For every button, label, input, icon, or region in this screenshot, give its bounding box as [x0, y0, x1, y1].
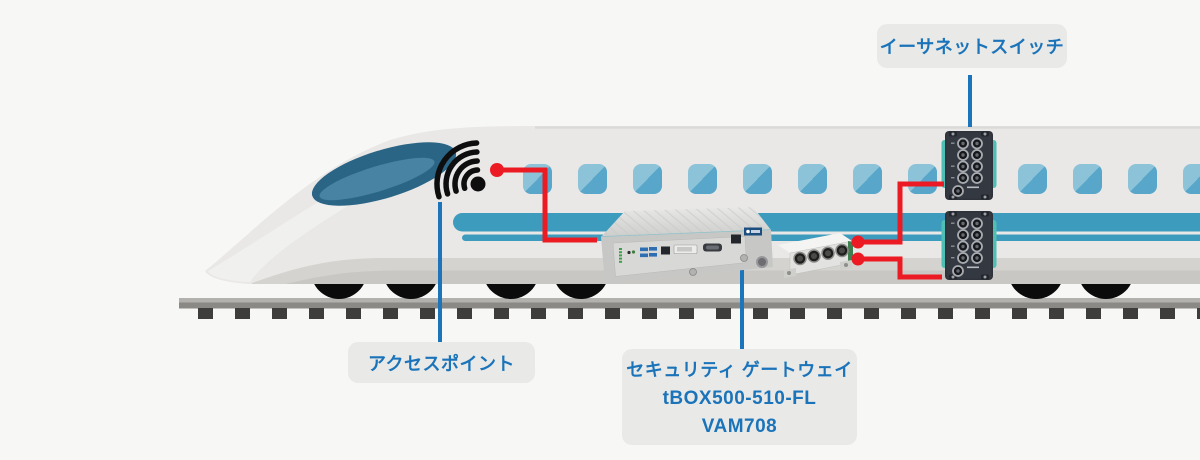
label-security-gateway: セキュリティ ゲートウェイ tBOX500-510-FL VAM708 — [622, 349, 857, 445]
cable-wifi-to-gateway — [497, 167, 597, 243]
ethernet-switch-top-device — [942, 131, 997, 200]
nose-highlight — [208, 183, 362, 282]
cable-vam-to-switch-bottom — [858, 256, 942, 280]
tbox500-gateway-device — [600, 207, 773, 284]
railroad-ties — [198, 308, 1200, 320]
vam708-device — [778, 233, 853, 278]
connection-dot-wifi — [490, 163, 504, 177]
wifi-icon — [434, 140, 486, 200]
network-cables — [490, 163, 944, 280]
ethernet-switch-bottom-device — [942, 211, 997, 280]
windshield-highlight — [319, 157, 435, 201]
label-security-gateway-title: セキュリティ ゲートウェイ — [626, 360, 853, 380]
label-security-gateway-model2: VAM708 — [701, 416, 778, 437]
cable-vam-to-switch-top — [858, 181, 944, 245]
railroad-track — [179, 298, 1200, 320]
rail-top — [179, 298, 1200, 303]
rail — [179, 302, 1200, 309]
label-security-gateway-model1: tBOX500-510-FL — [662, 388, 817, 409]
connection-dot-bottom — [851, 252, 865, 266]
connection-dot-top — [851, 235, 865, 249]
label-ethernet-switch: イーサネットスイッチ — [877, 24, 1067, 68]
vam708-connectors — [793, 243, 849, 266]
label-access-point: アクセスポイント — [348, 342, 535, 383]
stripe-thick — [453, 213, 1200, 232]
window-row — [523, 164, 1200, 195]
tbox-front-ports — [619, 227, 768, 276]
